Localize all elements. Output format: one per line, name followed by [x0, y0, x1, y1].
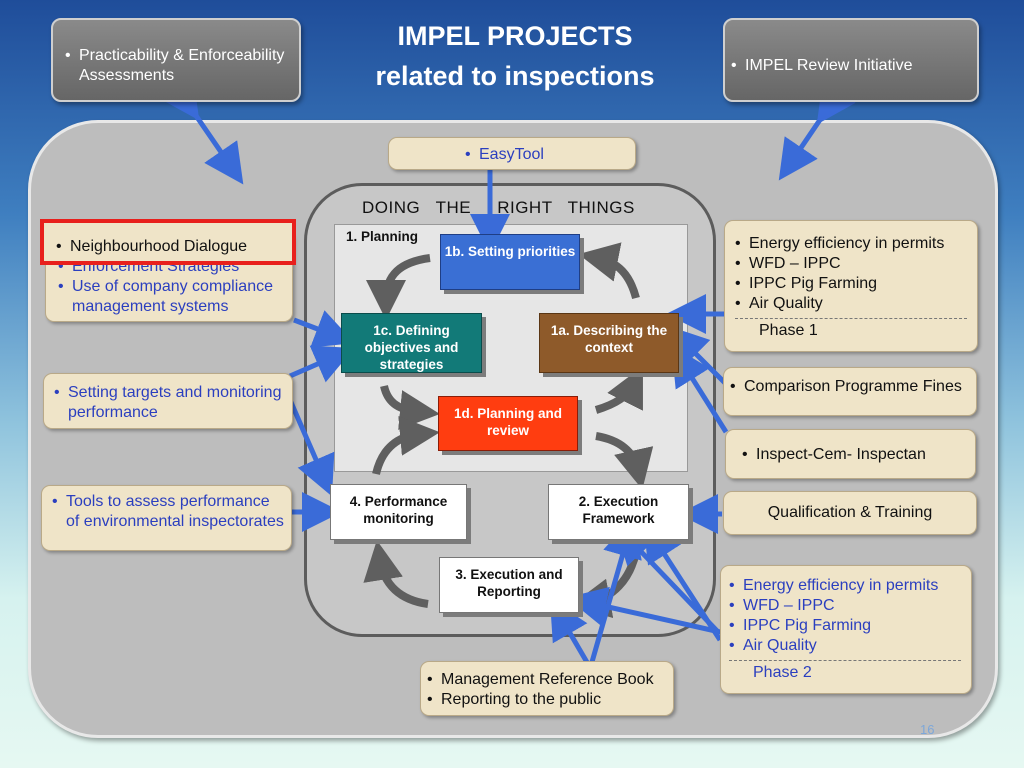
- review-initiative-box: IMPEL Review Initiative: [723, 18, 979, 102]
- phase1-item-2: WFD – IPPC: [729, 254, 973, 274]
- node-3-execution-reporting: 3. Execution and Reporting: [439, 557, 579, 613]
- targets-item: Setting targets and monitoring performan…: [48, 383, 288, 423]
- phase2-label: Phase 2: [753, 664, 812, 681]
- title-line-2: related to inspections: [375, 61, 655, 91]
- arrow-inspect: [671, 345, 729, 434]
- arrow-targets-1c: [289, 345, 355, 383]
- cycle-arrow-1d-2: [595, 432, 654, 490]
- planning-label: 1. Planning: [346, 229, 419, 244]
- qualification-box: Qualification & Training: [723, 491, 977, 535]
- review-initiative-item: IMPEL Review Initiative: [725, 56, 971, 76]
- cycle-arrow-3-4: [363, 540, 429, 608]
- arrow-strategies: [293, 310, 355, 348]
- phase2-item-3: IPPC Pig Farming: [723, 616, 967, 636]
- comparison-item: Comparison Programme Fines: [724, 377, 972, 397]
- phase2-box: Energy efficiency in permits WFD – IPPC …: [720, 565, 972, 694]
- phase1-item-3: IPPC Pig Farming: [729, 274, 973, 294]
- node-4-performance-monitoring: 4. Performance monitoring: [330, 484, 467, 540]
- arrow-book-3: [549, 598, 591, 666]
- management-book-box: Management Reference Book Reporting to t…: [420, 661, 674, 716]
- management-book-item: Management Reference Book: [421, 670, 673, 690]
- inspect-item: Inspect-Cem- Inspectan: [736, 445, 971, 465]
- cycle-arrow-1d-1a: [594, 366, 643, 414]
- cycle-arrow-1c-1d: [380, 384, 440, 430]
- phase1-label: Phase 1: [759, 322, 818, 339]
- page-title: IMPEL PROJECTS related to inspections: [330, 16, 700, 96]
- cycle-arrow-1b-1c: [366, 254, 431, 320]
- neighbourhood-item: Neighbourhood Dialogue: [50, 237, 292, 257]
- arrow-targets-4: [287, 399, 335, 497]
- comparison-box: Comparison Programme Fines: [723, 367, 977, 416]
- qualification-label: Qualification & Training: [767, 504, 933, 521]
- easytool-box: EasyTool: [388, 137, 636, 170]
- phase2-item-2: WFD – IPPC: [723, 596, 967, 616]
- phase2-item-1: Energy efficiency in permits: [723, 576, 967, 596]
- arrow-comparison: [667, 325, 728, 386]
- node-2-execution-framework: 2. Execution Framework: [548, 484, 689, 540]
- practicability-box: Practicability & Enforceability Assessme…: [51, 18, 301, 102]
- page-number: 16: [920, 722, 935, 737]
- strategies-item-2: Use of company compliance management sys…: [52, 277, 286, 317]
- cycle-arrow-4-1d: [372, 415, 440, 476]
- cycle-arrow-1a-1b: [578, 242, 640, 300]
- practicability-item: Practicability & Enforceability Assessme…: [59, 46, 293, 86]
- node-1c-defining-objectives: 1c. Defining objectives and strategies: [341, 313, 482, 373]
- phase2-divider: [729, 660, 961, 661]
- node-1a-describing-context: 1a. Describing the context: [539, 313, 679, 373]
- tools-box: Tools to assess performance of environme…: [41, 485, 292, 551]
- phase1-item-4: Air Quality: [729, 294, 973, 314]
- node-1b-setting-priorities: 1b. Setting priorities: [440, 234, 580, 290]
- phase2-item-4: Air Quality: [723, 636, 967, 656]
- arrow-practicability: [160, 76, 244, 185]
- arrow-review-initiative: [778, 80, 856, 181]
- phase1-item-1: Energy efficiency in permits: [729, 234, 973, 254]
- reporting-public-item: Reporting to the public: [421, 690, 673, 710]
- arrow-book-2: [589, 516, 642, 663]
- title-line-1: IMPEL PROJECTS: [397, 21, 633, 51]
- phase1-divider: [735, 318, 967, 319]
- arrow-phase2-2b: [643, 521, 723, 642]
- tools-item: Tools to assess performance of environme…: [46, 492, 287, 532]
- phase1-box: Energy efficiency in permits WFD – IPPC …: [724, 220, 978, 352]
- node-1d-planning-review: 1d. Planning and review: [438, 396, 578, 451]
- doing-right-things-label: DOING THE RIGHT THINGS: [362, 198, 635, 217]
- inspect-box: Inspect-Cem- Inspectan: [725, 429, 976, 479]
- neighbourhood-highlight: Neighbourhood Dialogue: [40, 219, 296, 265]
- targets-box: Setting targets and monitoring performan…: [43, 373, 293, 429]
- easytool-item: EasyTool: [459, 145, 635, 165]
